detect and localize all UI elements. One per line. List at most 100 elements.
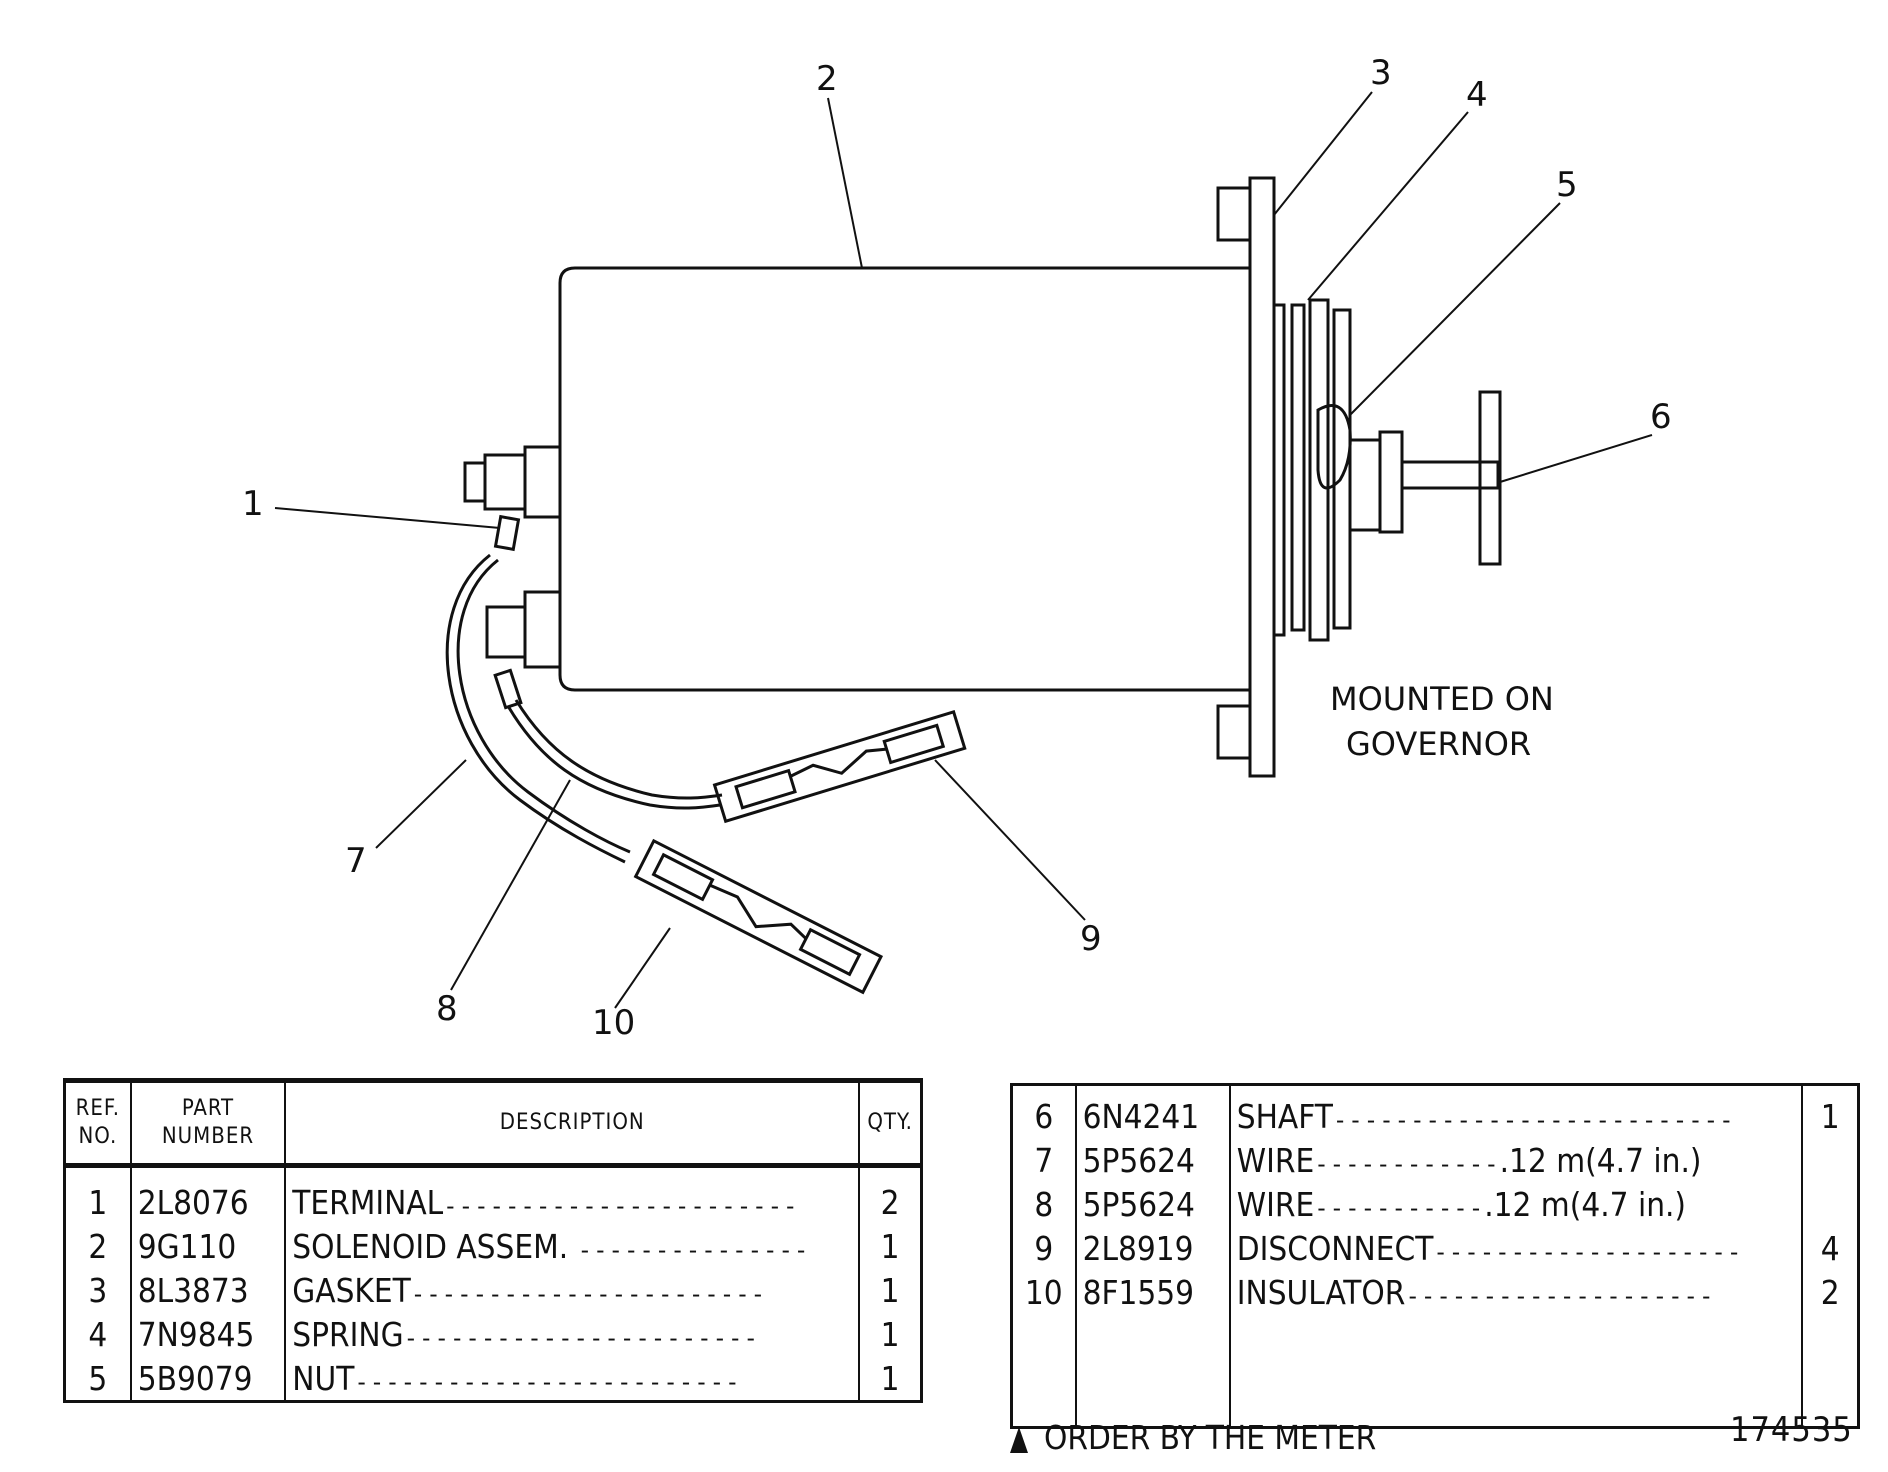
callout-3: 3 <box>1370 53 1392 93</box>
qty-cell: 1 <box>880 1314 900 1354</box>
qty-cell: 1 <box>880 1358 900 1398</box>
description-cell: GASKET----------------------- <box>285 1268 861 1312</box>
terminal-lower <box>493 668 523 710</box>
leader-6 <box>1499 434 1653 483</box>
part-number-cell: 8F1559 <box>1075 1270 1231 1314</box>
leader-2 <box>827 97 863 269</box>
wire-8 <box>506 705 721 810</box>
nut <box>1316 404 1352 490</box>
ref-cell: 4 <box>64 1312 132 1356</box>
description-cell: INSULATOR-------------------- <box>1229 1270 1804 1314</box>
note-line-2: GOVERNOR <box>1346 725 1531 763</box>
plate-ear-bottom <box>1216 704 1252 760</box>
gasket <box>1272 303 1286 637</box>
ref-cell: 2 <box>64 1224 132 1268</box>
ref-cell: 10 <box>1011 1270 1077 1314</box>
order-by-meter-note: ORDER BY THE METER <box>1010 1418 1376 1457</box>
leader-5 <box>1349 202 1561 416</box>
lower-terminal-block <box>523 590 562 669</box>
callout-8: 8 <box>436 989 458 1029</box>
header-qty: QTY. <box>859 1080 922 1168</box>
qty-cell <box>1802 1182 1858 1226</box>
callout-5: 5 <box>1556 165 1578 205</box>
figure-number: 174535 <box>1730 1410 1853 1450</box>
disconnect-upper-a <box>734 768 797 810</box>
qty-cell: 1 <box>880 1226 900 1266</box>
description-cell: WIRE------------.12 m(4.7 in.) <box>1229 1138 1804 1182</box>
parts-table-right: 6 6N4241 SHAFT--------------------------… <box>1010 1083 1860 1429</box>
qty-cell <box>1802 1138 1858 1182</box>
upper-nut <box>483 453 527 511</box>
disconnect-lower-a <box>651 852 715 902</box>
upper-terminal-block <box>523 445 562 519</box>
leader-9 <box>934 759 1086 921</box>
header-description: DESCRIPTION <box>285 1080 861 1168</box>
part-number-cell: 5B9079 <box>130 1356 287 1402</box>
table-row: 4 7N9845 SPRING----------------------- 1 <box>64 1312 922 1356</box>
shaft-rod <box>1400 460 1500 490</box>
wire-7 <box>445 553 626 864</box>
table-row: 6 6N4241 SHAFT--------------------------… <box>1011 1084 1859 1138</box>
header-ref-no: REF.NO. <box>64 1080 132 1168</box>
disconnect-upper-b <box>882 723 946 765</box>
table-filler-row <box>1011 1314 1859 1428</box>
table-row: 5 5B9079 NUT------------------------- 1 <box>64 1356 922 1402</box>
insulator-upper <box>712 709 967 824</box>
qty-cell: 4 <box>1820 1228 1840 1268</box>
callout-1: 1 <box>242 484 264 524</box>
leader-3 <box>1273 91 1373 216</box>
description-cell: SPRING----------------------- <box>285 1312 861 1356</box>
callout-2: 2 <box>816 59 838 99</box>
description-cell: SOLENOID ASSEM. --------------- <box>285 1224 861 1268</box>
qty-cell: 1 <box>1820 1096 1840 1136</box>
part-number-cell: 5P5624 <box>1075 1182 1231 1226</box>
ref-cell: 9 <box>1011 1226 1077 1270</box>
callout-6: 6 <box>1650 397 1672 437</box>
boss-cap <box>1378 430 1404 534</box>
table-row: 8 5P5624 WIRE-----------.12 m(4.7 in.) <box>1011 1182 1859 1226</box>
table-row: 2 9G110 SOLENOID ASSEM. --------------- … <box>64 1224 922 1268</box>
table-row: 3 8L3873 GASKET----------------------- 1 <box>64 1268 922 1312</box>
description-cell: NUT------------------------- <box>285 1356 861 1402</box>
table-row: 9 2L8919 DISCONNECT-------------------- … <box>1011 1226 1859 1270</box>
order-by-meter-marker <box>1010 1426 1028 1453</box>
table-row: 7 5P5624 WIRE------------.12 m(4.7 in.) <box>1011 1138 1859 1182</box>
ref-cell: 1 <box>64 1165 132 1224</box>
part-number-cell: 2L8919 <box>1075 1226 1231 1270</box>
insulator-lower <box>633 838 884 995</box>
ref-cell: 8 <box>1011 1182 1077 1226</box>
terminal-1 <box>493 514 521 552</box>
description-cell: TERMINAL----------------------- <box>285 1165 861 1224</box>
table-row: 1 2L8076 TERMINAL-----------------------… <box>64 1165 922 1224</box>
footnote-text: ORDER BY THE METER <box>1044 1418 1377 1457</box>
threaded-boss <box>1348 438 1382 532</box>
callout-7: 7 <box>345 841 367 881</box>
callout-10: 10 <box>592 1003 635 1043</box>
mounting-plate <box>1248 176 1276 778</box>
callout-4: 4 <box>1466 75 1488 115</box>
ref-cell: 7 <box>1011 1138 1077 1182</box>
qty-cell: 1 <box>880 1270 900 1310</box>
solenoid-exploded-diagram: 1 2 3 4 5 6 7 8 9 10 MOUNTED ON GOVERNOR <box>242 53 1672 1043</box>
plate-ear-top <box>1216 186 1252 242</box>
table-row: 10 8F1559 INSULATOR-------------------- … <box>1011 1270 1859 1314</box>
shaft-head <box>1478 390 1502 566</box>
upper-bolt <box>463 461 487 503</box>
leader-8 <box>450 779 571 991</box>
disconnect-lower-b <box>798 927 862 977</box>
spring <box>1290 298 1352 642</box>
part-number-cell: 9G110 <box>130 1224 287 1268</box>
leader-1 <box>274 507 501 529</box>
description-cell: WIRE-----------.12 m(4.7 in.) <box>1229 1182 1804 1226</box>
part-number-cell: 7N9845 <box>130 1312 287 1356</box>
part-number-cell: 6N4241 <box>1075 1084 1231 1138</box>
ref-cell: 6 <box>1011 1084 1077 1138</box>
part-number-cell: 8L3873 <box>130 1268 287 1312</box>
solenoid-body <box>558 266 1252 692</box>
lower-nut <box>485 605 527 659</box>
description-cell: DISCONNECT-------------------- <box>1229 1226 1804 1270</box>
description-cell: SHAFT-------------------------- <box>1229 1084 1804 1138</box>
leader-4 <box>1307 111 1469 301</box>
